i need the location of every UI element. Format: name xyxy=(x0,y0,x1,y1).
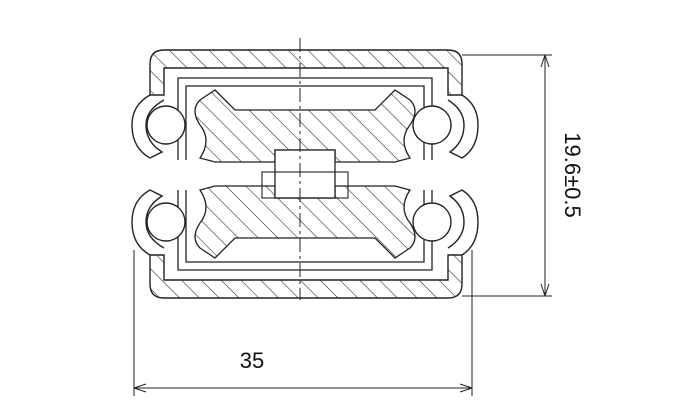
width-arrow-right xyxy=(459,383,473,393)
height-dimension-label: 19.6±0.5 xyxy=(560,132,585,217)
bearing-top-right xyxy=(412,105,452,145)
height-dimension xyxy=(462,54,552,297)
outer-rail-lip-top-right xyxy=(447,94,479,159)
outer-rail-lip-top-left xyxy=(131,94,165,159)
height-arrow-top xyxy=(540,54,550,68)
outer-rail-lip-bottom-right xyxy=(447,189,479,256)
width-dimension-label: 35 xyxy=(240,348,264,373)
center-block-inner xyxy=(261,171,349,199)
outer-rail-lips xyxy=(131,94,479,256)
width-dimension xyxy=(133,250,473,396)
inner-rail-lower xyxy=(194,185,416,259)
outer-rail xyxy=(149,49,463,299)
center-block xyxy=(274,149,336,199)
bearing-bottom-left xyxy=(146,202,186,242)
outer-rail-top-wall xyxy=(149,49,463,96)
height-arrow-bottom xyxy=(540,283,550,297)
width-arrow-left xyxy=(133,383,147,393)
bearing-bottom-right xyxy=(412,202,452,242)
inner-rail-upper xyxy=(194,89,416,163)
outer-rail-lip-bottom-left xyxy=(131,189,165,256)
ball-bearings xyxy=(146,105,452,242)
inner-rail xyxy=(194,89,416,259)
bearing-top-left xyxy=(146,105,186,145)
outer-rail-bottom-wall xyxy=(149,254,463,299)
